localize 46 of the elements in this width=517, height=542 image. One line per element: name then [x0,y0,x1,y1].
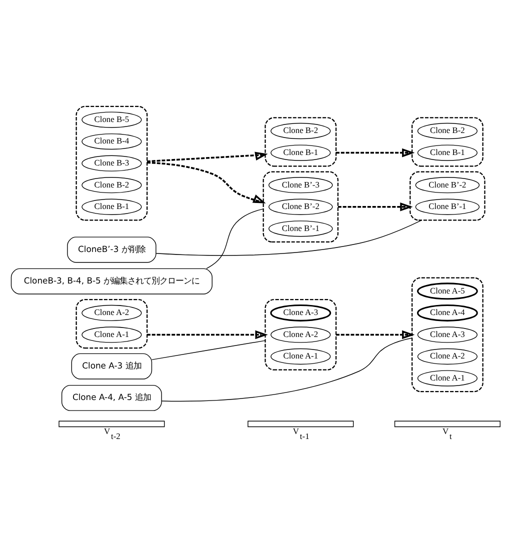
node-box: Clone A-4, A-5 追加 [61,384,162,410]
arrow [147,151,268,162]
node-box: CloneB-3, B-4, B-5 が編集されて別クローンに [10,268,212,294]
node-ellipse: Clone B-5 [82,111,142,128]
node-ellipse: Clone A-3 [417,326,478,342]
arrow [147,161,266,203]
node-box: Clone A-3 追加 [71,352,152,379]
cluster [264,298,337,370]
arrow [147,330,268,339]
node-ellipse: Clone A-1 [82,326,142,342]
arrow [338,202,413,211]
connector [161,337,412,402]
connector [156,219,422,256]
node-ellipse: Clone B-3 [82,154,142,171]
cluster [76,298,148,348]
node-ellipse: Clone B’-1 [268,220,333,236]
node-ellipse: Clone B’-1 [415,198,480,214]
node-ellipse: Clone A-2 [417,348,478,364]
cluster [76,105,148,220]
connector [206,208,264,268]
node-ellipse: Clone B-1 [270,144,331,160]
cluster [262,170,339,242]
connector [152,340,266,360]
arrow [336,148,415,157]
node-ellipse: Clone B’-2 [268,198,333,214]
cluster [412,116,484,166]
node-ellipse: Clone A-5 [417,282,478,300]
node-ellipse: Clone A-4 [417,304,478,321]
node-box: CloneB’-3 が削除 [67,236,156,262]
node-ellipse: Clone B-1 [417,144,478,160]
node-ellipse: Clone A-1 [417,370,478,386]
node-ellipse: Clone A-2 [270,326,331,342]
node-ellipse: Clone A-2 [82,304,142,321]
node-ellipse: Clone B-2 [82,176,142,193]
node-ellipse: Clone B-1 [82,198,142,214]
cluster [412,276,484,392]
node-ellipse: Clone B-4 [82,132,142,150]
node-ellipse: Clone B-2 [270,122,331,139]
node-ellipse: Clone B’-2 [415,176,480,193]
arrow [336,330,415,339]
node-ellipse: Clone B’-3 [268,176,333,193]
cluster [410,170,486,220]
node-ellipse: Clone B-2 [417,122,478,139]
node-ellipse: Clone A-3 [270,304,332,321]
cluster [264,116,337,166]
node-ellipse: Clone A-1 [270,348,331,364]
